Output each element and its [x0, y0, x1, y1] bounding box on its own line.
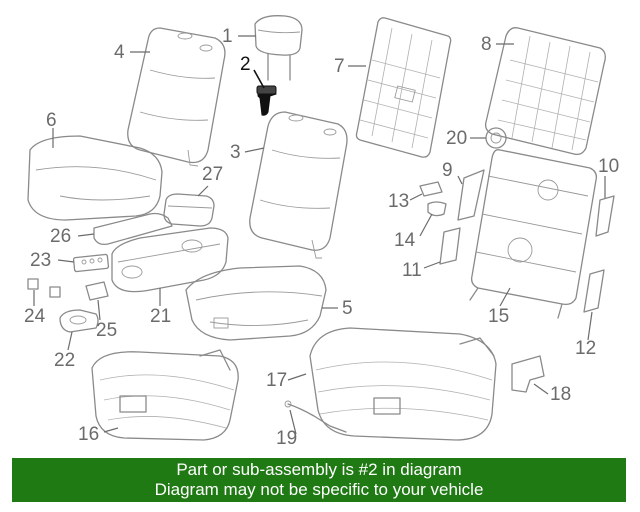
part-13-bracket — [419, 181, 443, 197]
callout-21: 21 — [150, 306, 171, 327]
part-6-cushion-cover — [27, 135, 163, 221]
part-25-bezel — [85, 281, 109, 301]
part-7-seatback-panel — [355, 17, 452, 158]
part-22-cupholder — [59, 309, 99, 333]
part-18-latch — [511, 355, 545, 393]
callout-27: 27 — [202, 164, 223, 185]
part-12-side-panel — [583, 269, 605, 313]
callout-8: 8 — [481, 34, 492, 55]
callout-6: 6 — [46, 110, 57, 131]
part-2-headrest-guide — [256, 85, 277, 116]
callout-23: 23 — [30, 250, 51, 271]
part-14-bracket — [427, 201, 447, 217]
callout-17: 17 — [266, 370, 287, 391]
callout-3: 3 — [230, 142, 241, 163]
part-19-cable — [284, 400, 347, 433]
banner-line-part-info: Part or sub-assembly is #2 in diagram — [176, 460, 462, 479]
callout-16: 16 — [78, 424, 99, 445]
callout-22: 22 — [54, 350, 75, 371]
callout-10: 10 — [598, 156, 619, 177]
part-3-seatback-cover — [249, 111, 348, 259]
parts-diagram: 1 2 3 4 5 6 7 8 9 10 11 12 13 14 15 16 1… — [24, 15, 619, 449]
part-info-banner: Part or sub-assembly is #2 in diagram Di… — [12, 458, 626, 502]
part-20-knob — [485, 127, 507, 149]
callout-24: 24 — [24, 306, 46, 327]
part-9-trim — [457, 169, 485, 221]
callout-25: 25 — [96, 320, 117, 341]
callout-4: 4 — [114, 42, 125, 63]
callout-9: 9 — [442, 160, 453, 181]
part-27-armrest-lid — [163, 193, 215, 227]
leader-lines — [33, 35, 606, 435]
callout-14: 14 — [394, 230, 416, 251]
callout-2: 2 — [240, 54, 251, 75]
part-24-clips — [27, 278, 61, 298]
part-1-headrest — [254, 15, 303, 81]
callout-12: 12 — [575, 338, 596, 359]
part-16-cushion-frame — [91, 349, 239, 441]
part-23-switch — [72, 253, 110, 273]
part-8-seatback-pad — [484, 27, 606, 156]
part-15-seatback-frame — [469, 149, 598, 319]
callout-13: 13 — [388, 191, 409, 212]
part-11-side-trim — [439, 227, 461, 265]
callout-20: 20 — [446, 128, 467, 149]
part-4-seatback-cover — [127, 27, 226, 167]
callout-19: 19 — [276, 428, 297, 449]
part-26-armrest-pad — [93, 212, 173, 246]
callout-labels: 1 2 3 4 5 6 7 8 9 10 11 12 13 14 15 16 1… — [24, 26, 619, 449]
banner-line-disclaimer: Diagram may not be specific to your vehi… — [154, 480, 484, 499]
callout-15: 15 — [488, 306, 509, 327]
callout-7: 7 — [334, 56, 345, 77]
callout-26: 26 — [50, 226, 71, 247]
part-5-cushion-cover — [185, 265, 327, 341]
callout-11: 11 — [402, 260, 422, 281]
part-17-cushion-frame — [309, 327, 497, 441]
callout-18: 18 — [550, 384, 571, 405]
part-10-trim — [595, 195, 615, 237]
part-21-console — [111, 227, 229, 293]
callout-1: 1 — [222, 26, 233, 47]
callout-5: 5 — [342, 298, 353, 319]
